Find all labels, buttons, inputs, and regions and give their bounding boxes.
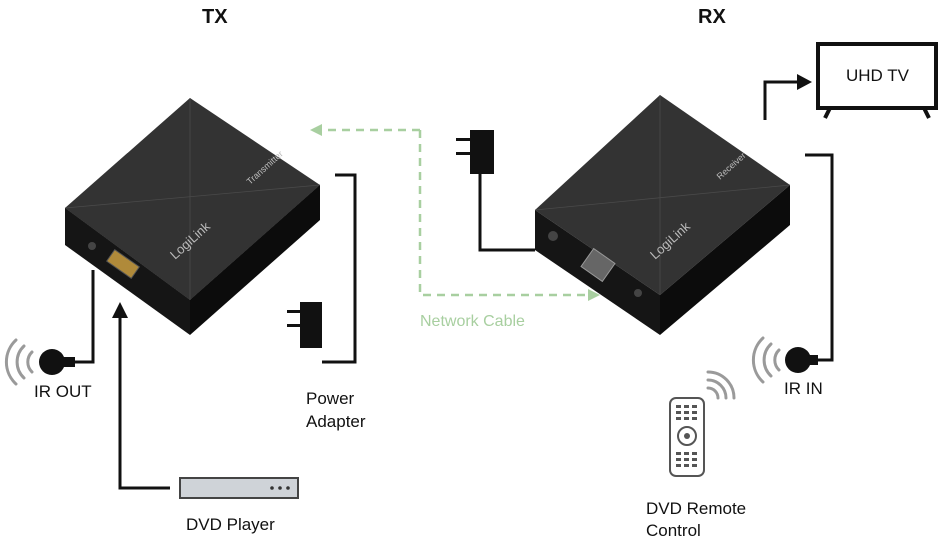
tx-device <box>64 98 321 335</box>
dvd-remote-label-line1: DVD Remote <box>646 499 747 518</box>
power-adapter-label-line2: Adapter <box>306 412 366 431</box>
rx-dc-port <box>548 231 558 241</box>
rx-power-cable <box>478 170 535 252</box>
tx-header: TX <box>202 6 228 28</box>
rx-ir-cable <box>805 153 834 362</box>
dvd-remote-icon <box>669 370 736 477</box>
tx-power-adapter-icon <box>287 302 322 348</box>
dvd-remote-label-line2: Control <box>646 521 701 540</box>
rx-ir-port <box>634 289 642 297</box>
cables <box>75 80 834 490</box>
dvd-arrow <box>112 302 128 318</box>
dvd-player-label: DVD Player <box>186 515 275 534</box>
uhd-tv-icon <box>816 42 938 119</box>
rx-rj45-port <box>580 247 616 283</box>
tv-arrow <box>797 74 812 90</box>
tx-ir-cable <box>75 270 95 364</box>
power-adapter-label-line1: Power <box>306 389 355 408</box>
rx-power-adapter-icon <box>456 130 494 174</box>
rx-tv-cable <box>763 80 800 120</box>
uhd-tv-label: UHD TV <box>846 66 909 85</box>
tx-power-cable <box>322 173 357 364</box>
network-arrow-right <box>588 289 600 301</box>
network-cable <box>320 128 590 297</box>
tx-ir-port <box>88 242 96 250</box>
dvd-hdmi-cable <box>118 315 170 490</box>
ir-out-label: IR OUT <box>34 382 92 401</box>
network-arrow-left <box>310 124 322 136</box>
ir-in-label: IR IN <box>784 379 823 398</box>
tx-hdmi-port <box>106 248 140 280</box>
ir-out-emitter-icon <box>4 338 75 386</box>
network-cable-label: Network Cable <box>420 313 525 330</box>
rx-device <box>534 95 791 335</box>
dvd-player-icon <box>179 477 299 499</box>
ir-in-receiver-icon <box>751 336 818 384</box>
rx-header: RX <box>698 6 726 28</box>
